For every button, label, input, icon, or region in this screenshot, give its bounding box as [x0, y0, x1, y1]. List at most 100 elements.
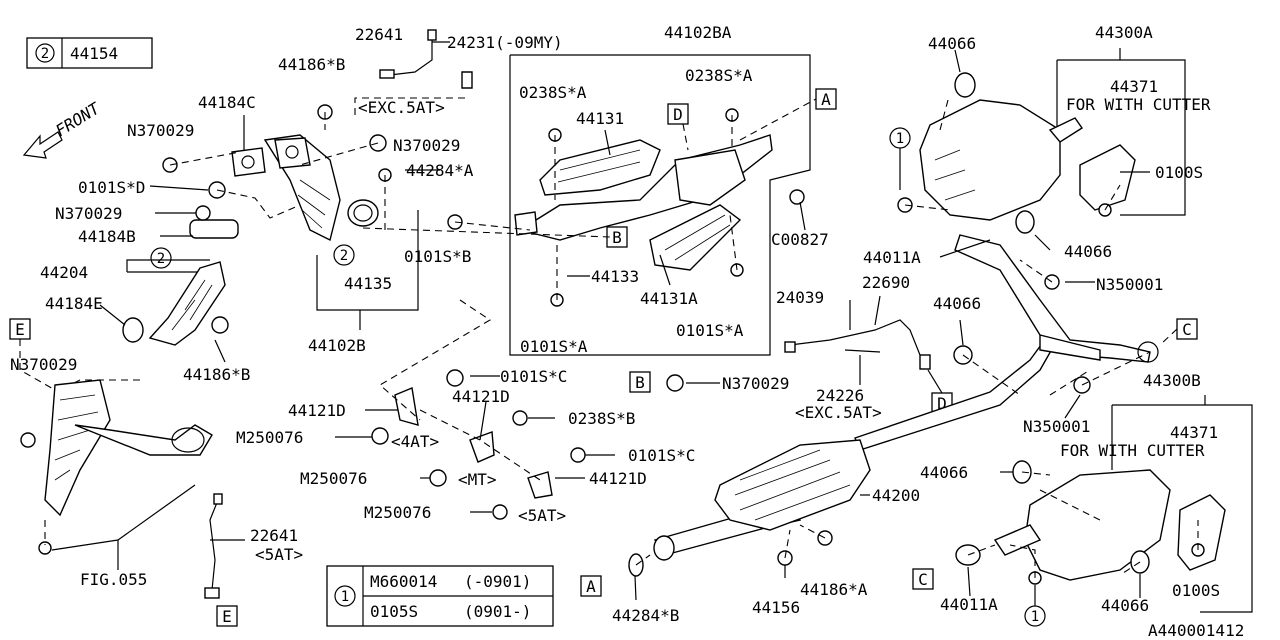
svg-text:1: 1 — [1031, 609, 1039, 625]
bracket-fig055 — [51, 484, 196, 570]
legend-1-row2-part: 0105S — [370, 602, 418, 621]
label-44300A: 44300A — [1095, 23, 1153, 42]
bracket-44204 — [126, 259, 210, 273]
label-0101SB: 0101S*B — [404, 247, 471, 266]
label-for-with-cutter-top: FOR WITH CUTTER — [1066, 95, 1211, 114]
rear-y-pipe — [954, 234, 1159, 363]
ref-box-B-mid: B — [606, 226, 628, 248]
label-44204: 44204 — [40, 263, 88, 282]
label-0101SD: 0101S*D — [78, 178, 145, 197]
label-22641-top: 22641 — [355, 25, 403, 44]
label-M250076-a: M250076 — [236, 428, 303, 447]
label-44121D-a: 44121D — [288, 401, 346, 420]
label-44011A-top: 44011A — [863, 248, 921, 267]
label-24039: 24039 — [776, 288, 824, 307]
ref-box-A-lower: A — [580, 575, 602, 597]
label-44186B-mid: 44186*B — [183, 365, 250, 384]
label-N350001-bot: N350001 — [1023, 417, 1090, 436]
ref-D-label: D — [673, 105, 683, 124]
label-44121D-b: 44121D — [452, 387, 510, 406]
part-labels: 22641 24231(-09MY) 44102BA 44066 44300A … — [10, 23, 1244, 640]
bracket-44300B — [1111, 395, 1253, 613]
ref-box-B-lower: B — [629, 371, 651, 393]
exhaust-manifold-assembly — [231, 134, 379, 242]
label-N370029-e: N370029 — [722, 374, 789, 393]
legend-2-part: 44154 — [70, 44, 118, 63]
label-0238SB: 0238S*B — [568, 409, 635, 428]
label-44284B: 44284*B — [612, 606, 679, 625]
label-5at-b: <5AT> — [518, 506, 566, 525]
ref-D-label-2: D — [937, 394, 947, 413]
ref-box-D-top: D — [667, 103, 689, 125]
label-44066-bot2: 44066 — [1101, 596, 1149, 615]
label-0101SA-left: 0101S*A — [520, 337, 588, 356]
label-mt: <MT> — [458, 470, 497, 489]
label-5at-a: <5AT> — [255, 545, 303, 564]
brackets-44121D — [394, 387, 553, 499]
label-44371-bot: 44371 — [1170, 423, 1218, 442]
legend-1-number: 1 — [341, 589, 349, 605]
hardware-items — [20, 104, 1205, 585]
callout-circle-1-bottom: 1 — [1024, 585, 1046, 627]
front-pipe-44204 — [122, 219, 239, 346]
diagram-id: A440001412 — [1148, 621, 1244, 640]
label-44066-bot: 44066 — [920, 463, 968, 482]
front-arrow: FRONT — [22, 98, 104, 159]
label-44066-top: 44066 — [928, 34, 976, 53]
svg-text:2: 2 — [340, 248, 348, 264]
label-44135: 44135 — [344, 274, 392, 293]
label-0101SC-a: 0101S*C — [500, 367, 567, 386]
ref-A-label: A — [821, 90, 831, 109]
catalytic-converter-44102BA — [514, 134, 773, 271]
label-24231: 24231(-09MY) — [447, 33, 563, 52]
label-N350001-top: N350001 — [1096, 275, 1163, 294]
label-0100S-bot: 0100S — [1172, 581, 1220, 600]
label-44156: 44156 — [752, 598, 800, 617]
ref-box-A-top: A — [815, 88, 837, 110]
label-44184C: 44184C — [198, 93, 256, 112]
label-44184B: 44184B — [78, 227, 136, 246]
lower-exhaust-assembly-fig055 — [44, 379, 213, 517]
label-M250076-b: M250076 — [300, 469, 367, 488]
label-0238SA-right: 0238S*A — [685, 66, 753, 85]
label-44284A: 44284*A — [406, 161, 474, 180]
label-44186B-top: 44186*B — [278, 55, 345, 74]
ref-B-label: B — [612, 228, 622, 247]
ref-C-label: C — [1182, 320, 1192, 339]
ref-E-label-3: E — [222, 607, 232, 626]
label-4at: <4AT> — [391, 432, 439, 451]
rear-muffler-44300A — [919, 72, 1136, 234]
label-leaders — [99, 41, 1150, 601]
label-44102B: 44102B — [308, 336, 366, 355]
label-44121D-c: 44121D — [589, 469, 647, 488]
ref-E-label: E — [15, 320, 25, 339]
label-44133: 44133 — [591, 267, 639, 286]
ref-box-E-lower: E — [216, 605, 238, 627]
svg-text:1: 1 — [896, 131, 904, 147]
legend-1-row1-part: M660014 — [370, 572, 437, 591]
bracket-44102B — [316, 210, 419, 330]
o2-sensor-rear — [784, 319, 931, 370]
label-N370029-b: N370029 — [393, 136, 460, 155]
center-muffler-44200 — [714, 439, 871, 531]
label-N370029-c: N370029 — [55, 204, 122, 223]
label-0238SA-left: 0238S*A — [519, 83, 587, 102]
label-44186A: 44186*A — [800, 580, 868, 599]
label-44102BA: 44102BA — [664, 23, 732, 42]
bracket-44102BA — [509, 54, 811, 356]
label-44184E: 44184E — [45, 294, 103, 313]
label-44131: 44131 — [576, 109, 624, 128]
ref-box-C-lower: C — [912, 568, 934, 590]
o2-sensor-bottom — [204, 493, 223, 599]
ref-A-label-2: A — [586, 577, 596, 596]
label-22690: 22690 — [862, 273, 910, 292]
o2-sensor-top — [379, 29, 473, 89]
callout-circle-2-left: 2 — [150, 247, 172, 269]
label-44300B: 44300B — [1143, 371, 1201, 390]
label-C00827: C00827 — [771, 230, 829, 249]
label-fig055: FIG.055 — [80, 570, 147, 589]
ref-C-label-2: C — [918, 570, 928, 589]
label-exc5at-top: <EXC.5AT> — [358, 98, 445, 117]
label-0101SC-b: 0101S*C — [628, 446, 695, 465]
